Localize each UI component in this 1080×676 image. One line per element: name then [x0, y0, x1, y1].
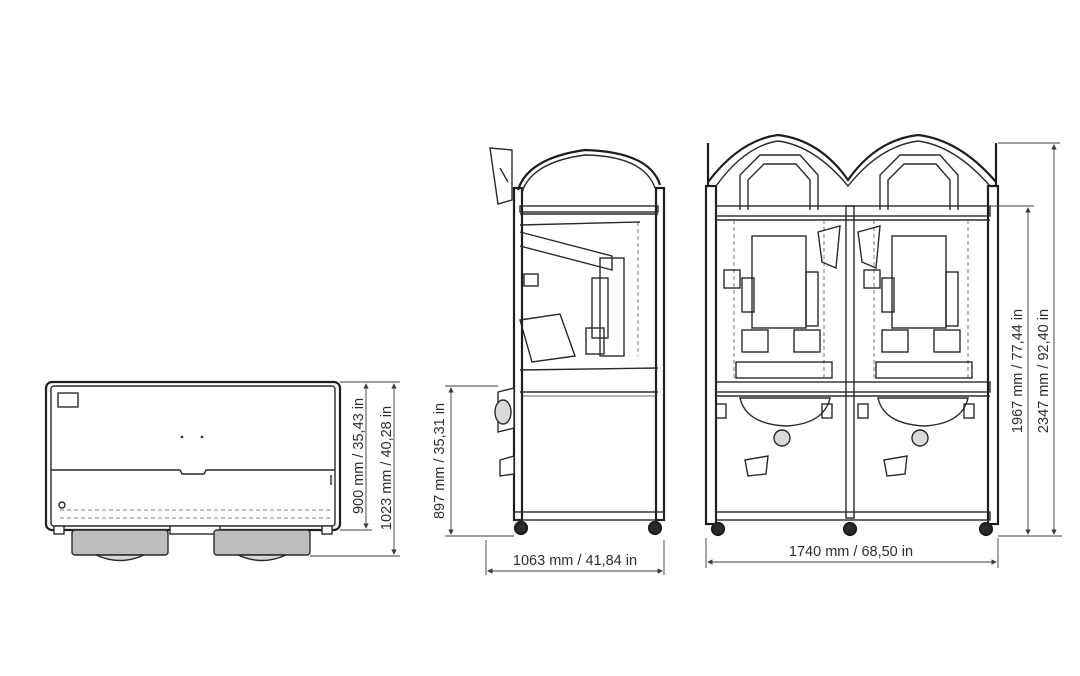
top-view	[44, 380, 342, 562]
dim-side-front-height: 897 mm / 35,31 in	[432, 403, 448, 519]
dim-side-depth: 1063 mm / 41,84 in	[513, 553, 637, 569]
wheels	[71, 529, 311, 562]
dim-front-total-height: 2347 mm / 92,40 in	[1036, 309, 1052, 433]
dim-front-cabinet-height: 1967 mm / 77,44 in	[1010, 309, 1026, 433]
dimension-labels: 900 mm / 35,43 in 1023 mm / 40,28 in 897…	[351, 309, 1052, 569]
dim-top-view-depth: 900 mm / 35,43 in	[351, 398, 367, 514]
dimension-lines	[310, 142, 1062, 575]
dim-top-view-total: 1023 mm / 40,28 in	[379, 406, 395, 530]
front-view	[704, 133, 1000, 537]
dim-front-width: 1740 mm / 68,50 in	[789, 544, 913, 560]
side-view	[489, 147, 666, 536]
front-vents	[60, 509, 330, 519]
